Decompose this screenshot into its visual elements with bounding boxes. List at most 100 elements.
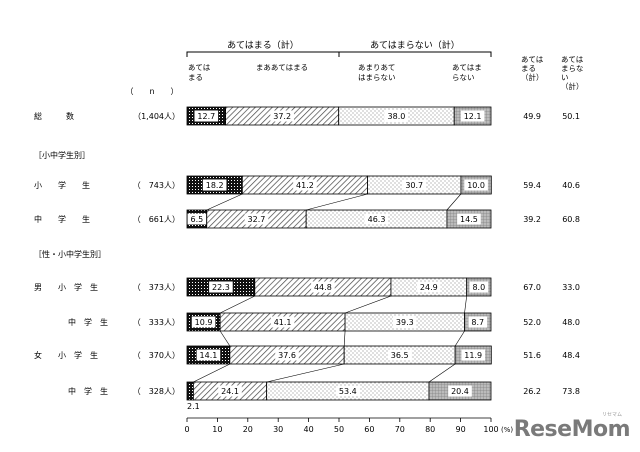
agree-total-value: 49.9	[523, 112, 541, 121]
data-label: 10.0	[467, 181, 485, 190]
disagree-total-value: 50.1	[562, 112, 580, 121]
connector-line	[206, 193, 243, 211]
legend-disagree: あてはまらない	[452, 63, 482, 82]
right-header-agree: あてはまる（計）	[521, 55, 544, 82]
data-label: 18.2	[206, 181, 224, 190]
x-tick-label: 100	[483, 425, 498, 434]
data-label: 8.0	[472, 283, 485, 292]
data-label-box	[293, 179, 317, 191]
row-label: 中 学 生	[68, 317, 108, 327]
data-label: 22.3	[212, 283, 230, 292]
data-label: 11.9	[464, 351, 482, 360]
disagree-brace	[338, 51, 492, 57]
n-label: （ n ）	[125, 87, 178, 96]
connector-line	[454, 330, 465, 347]
row-n: （ 328人）	[133, 387, 180, 396]
connector-line	[343, 330, 346, 347]
data-label-box	[460, 110, 485, 122]
row-n: （ 661人）	[133, 215, 180, 224]
data-label: 14.5	[460, 215, 478, 224]
data-label-box	[270, 316, 295, 328]
agree-total-header: あてはまる（計）	[227, 39, 299, 51]
agree-total-value: 51.6	[523, 351, 541, 360]
agree-total-value: 39.2	[523, 215, 541, 224]
data-label-box	[311, 281, 335, 293]
disagree-total-value: 48.4	[562, 351, 580, 360]
disagree-total-value: 48.0	[562, 318, 580, 327]
x-tick-label: 20	[243, 425, 253, 434]
row-n: （ 743人）	[133, 181, 180, 190]
row-label: 中 学 生	[34, 214, 90, 224]
x-tick-label: 30	[273, 425, 283, 434]
legend-somewhat-disagree: あまりあてはまらない	[358, 63, 396, 82]
data-label-box	[364, 213, 389, 225]
agree-total-value: 26.2	[523, 387, 541, 396]
connector-line	[428, 363, 456, 383]
row-n: （ 373人）	[133, 283, 180, 292]
data-label-box	[469, 281, 489, 293]
row-label: 女 小 学 生	[34, 350, 98, 360]
data-label-box	[275, 349, 299, 361]
section-header-school: ［小中学生別］	[34, 150, 90, 160]
connector-line	[266, 363, 345, 383]
data-label: 38.0	[388, 112, 406, 121]
disagree-total-value: 33.0	[562, 283, 580, 292]
row-label: 男 小 学 生	[34, 282, 98, 292]
data-label: 6.5	[191, 215, 204, 224]
data-label: 14.1	[200, 351, 218, 360]
data-label-box	[244, 213, 269, 225]
disagree-total-value: 60.8	[562, 215, 580, 224]
legend-agree: あてはまる	[188, 63, 211, 82]
row-label: 中 学 生	[68, 386, 108, 396]
data-label: 36.5	[391, 351, 409, 360]
data-label-box	[417, 281, 441, 293]
x-tick-label: 50	[334, 425, 344, 434]
data-label: 12.7	[197, 112, 215, 121]
x-tick-label: 80	[425, 425, 435, 434]
x-tick-label: 90	[456, 425, 466, 434]
connector-line	[220, 295, 255, 314]
data-label: 24.9	[420, 283, 438, 292]
row-n: （1,404人）	[133, 112, 180, 121]
section-header-gender-school: ［性・小中学生別］	[34, 249, 106, 259]
watermark-sub: リセマム	[601, 412, 622, 418]
row-n: （ 333人）	[133, 318, 180, 327]
data-label-box	[194, 110, 219, 122]
data-label-box	[468, 316, 488, 328]
agree-total-value: 67.0	[523, 283, 541, 292]
data-label: 53.4	[339, 387, 357, 396]
data-label-box	[402, 179, 427, 191]
connector-line	[306, 193, 368, 211]
agree-brace	[186, 51, 340, 57]
agree-total-value: 59.4	[523, 181, 541, 190]
data-label-box	[384, 110, 409, 122]
bar-segment-agree	[186, 381, 194, 401]
disagree-total-value: 40.6	[562, 181, 580, 190]
x-axis: 0 10 20 30 40 50 60 70 80 90 100(%)	[184, 417, 513, 434]
connector-line	[219, 330, 231, 347]
data-label-box	[196, 349, 221, 361]
x-unit-label: (%)	[501, 426, 513, 434]
x-tick-label: 40	[304, 425, 314, 434]
row-label: 小 学 生	[34, 180, 90, 190]
data-label-box	[187, 213, 207, 225]
data-label: 8.7	[471, 318, 484, 327]
x-tick-label: 10	[212, 425, 222, 434]
data-label-box	[461, 349, 486, 361]
x-tick-label: 0	[184, 425, 189, 434]
data-label: 24.1	[221, 387, 239, 396]
data-label-box	[387, 349, 412, 361]
x-tick-label: 70	[395, 425, 405, 434]
data-label: 20.4	[451, 387, 469, 396]
data-label-box	[393, 316, 417, 328]
connector-line	[446, 193, 462, 211]
data-label: 10.9	[195, 318, 213, 327]
data-label: 41.2	[296, 181, 314, 190]
x-tick-label: 60	[364, 425, 374, 434]
data-label-box	[464, 179, 488, 191]
data-label-box	[270, 110, 294, 122]
data-label-box	[336, 385, 360, 397]
connector-line	[464, 295, 467, 314]
legend-somewhat-agree: まああてはまる	[256, 63, 308, 72]
